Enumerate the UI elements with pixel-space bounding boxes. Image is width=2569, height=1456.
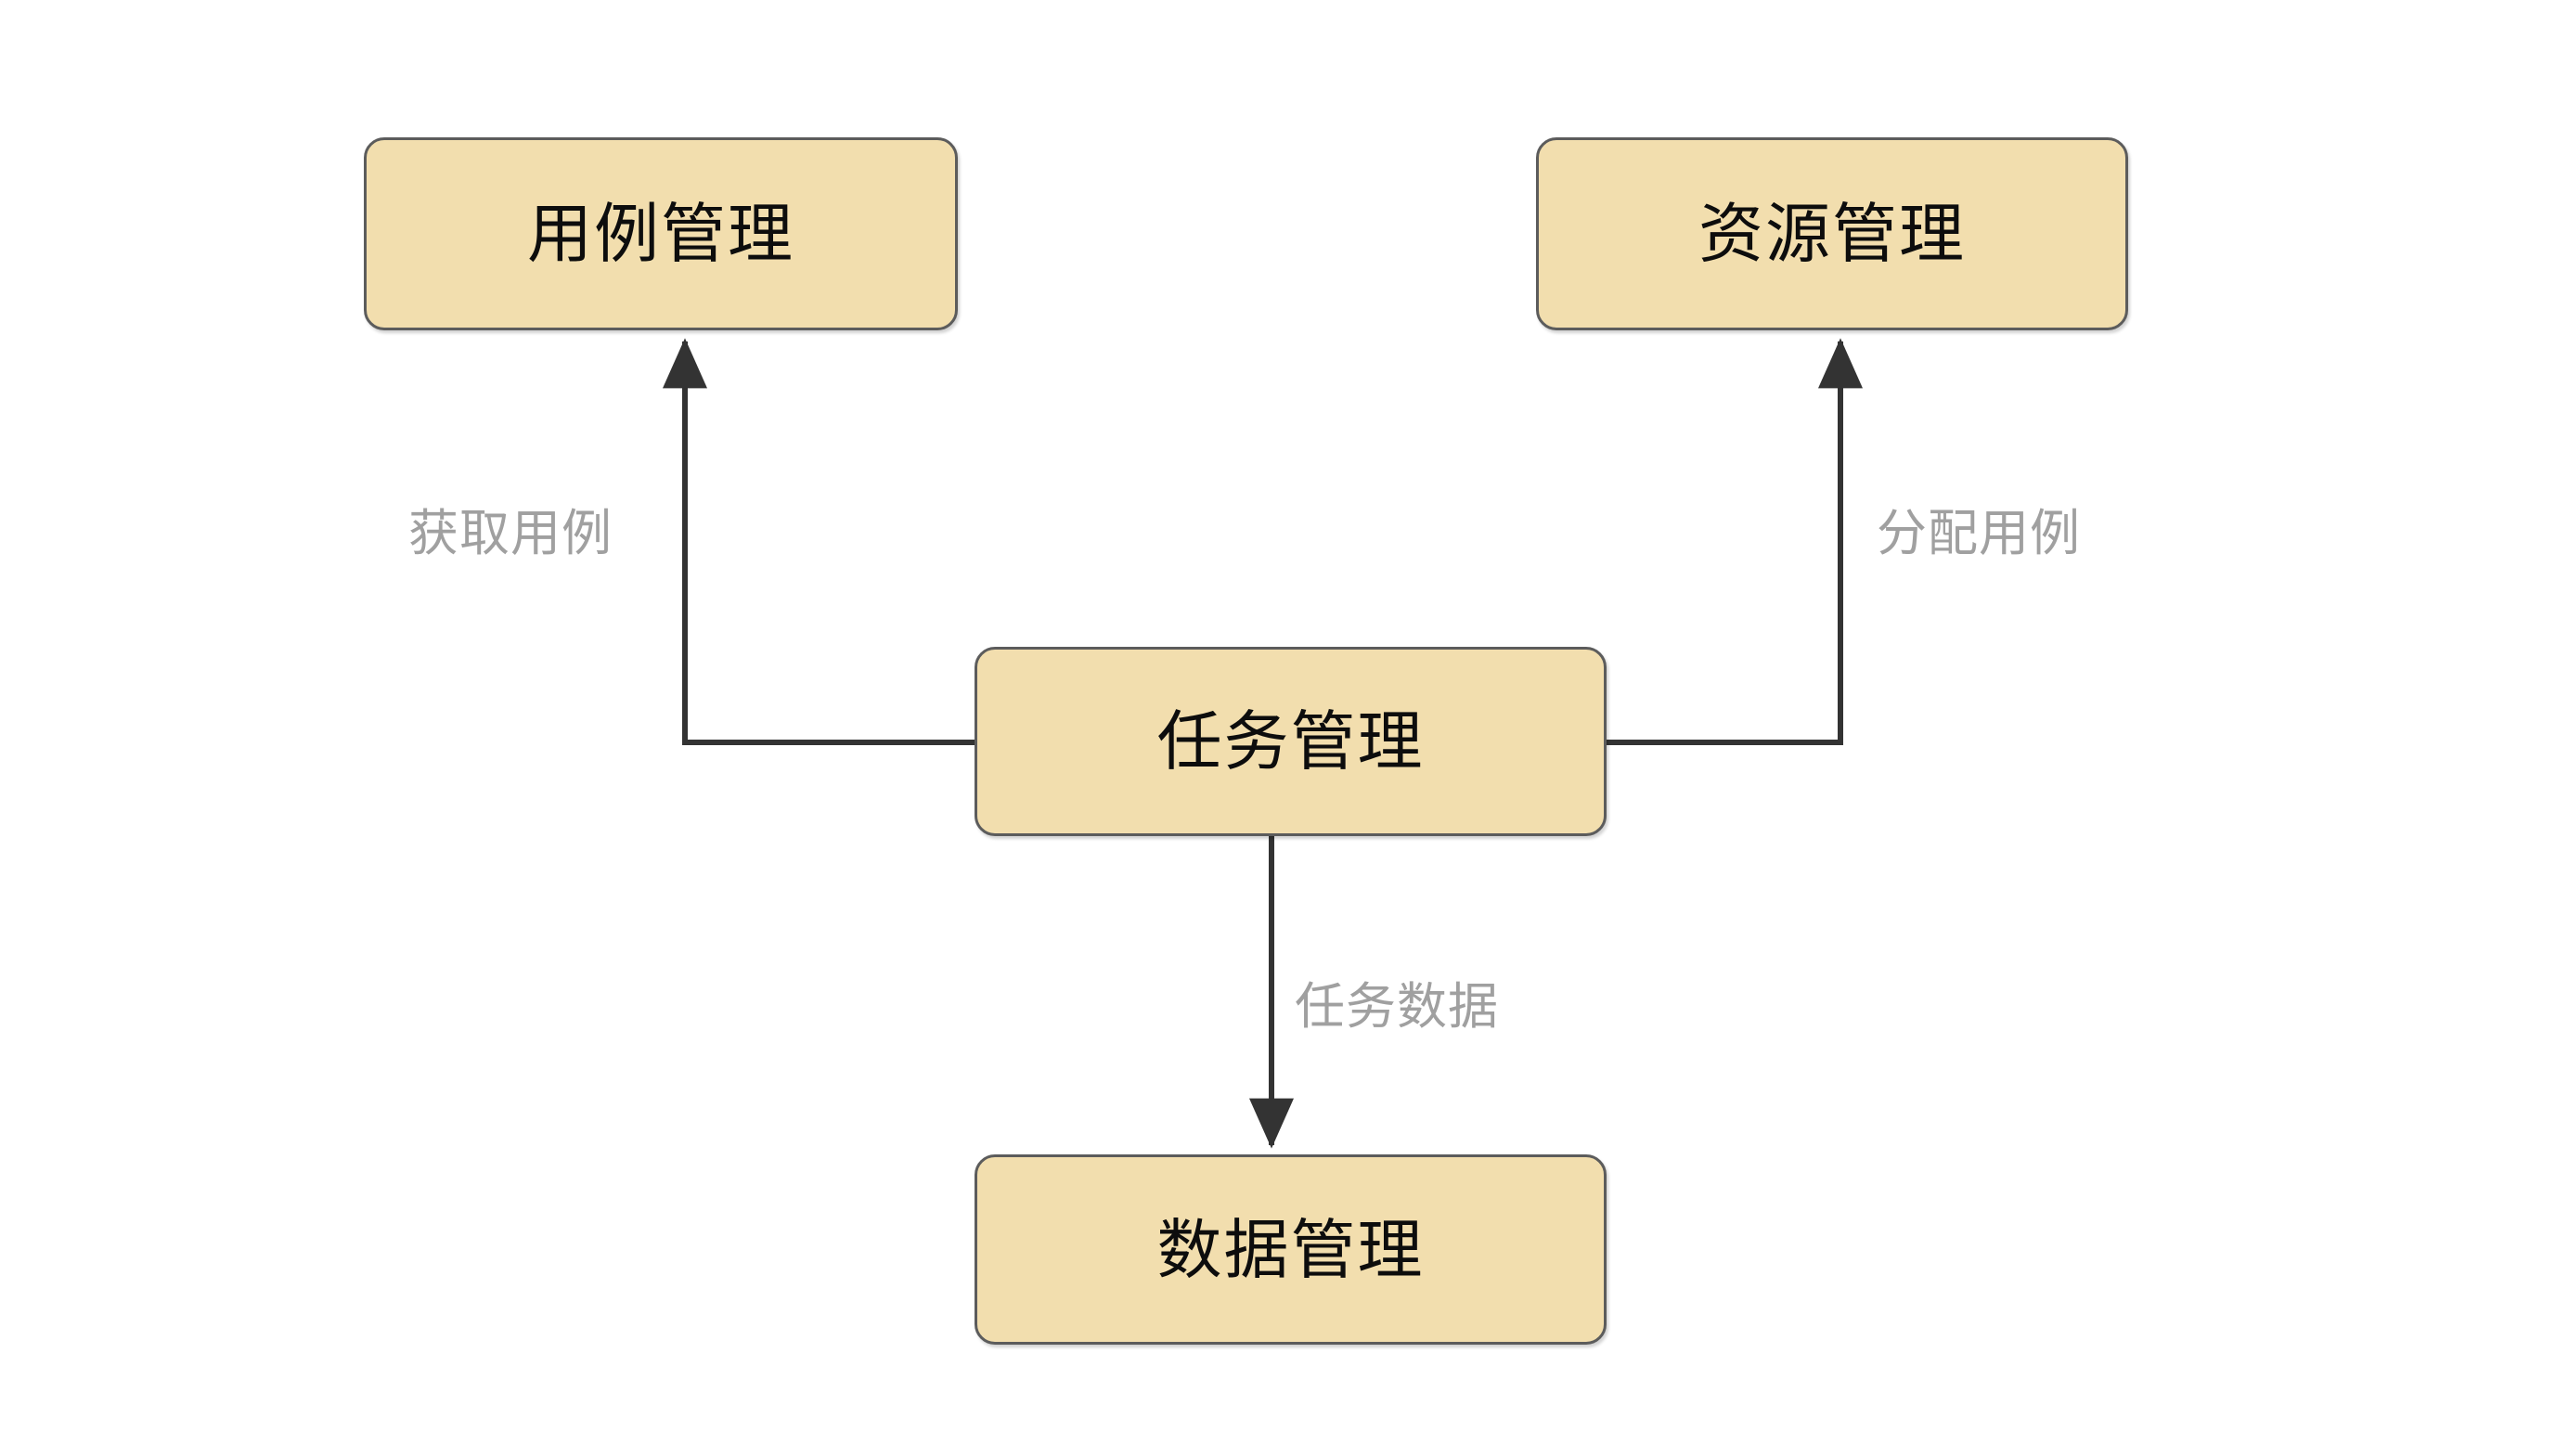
node-data-management[interactable]: 数据管理 <box>975 1154 1607 1345</box>
node-usecase-management-label: 用例管理 <box>527 198 794 270</box>
node-resource-management-label: 资源管理 <box>1698 198 1966 270</box>
node-task-management-label: 任务管理 <box>1156 705 1425 778</box>
edge-task-to-usecase <box>663 338 975 745</box>
edge-label-assign-case: 分配用例 <box>1877 506 2081 561</box>
node-usecase-management[interactable]: 用例管理 <box>364 137 958 330</box>
node-resource-management[interactable]: 资源管理 <box>1536 137 2128 330</box>
edge-label-task-data: 任务数据 <box>1295 979 1499 1035</box>
node-task-management[interactable]: 任务管理 <box>975 647 1607 836</box>
edge-task-to-resource <box>1607 338 1863 745</box>
edge-label-fetch-case: 获取用例 <box>408 506 613 561</box>
node-data-management-label: 数据管理 <box>1156 1213 1425 1286</box>
